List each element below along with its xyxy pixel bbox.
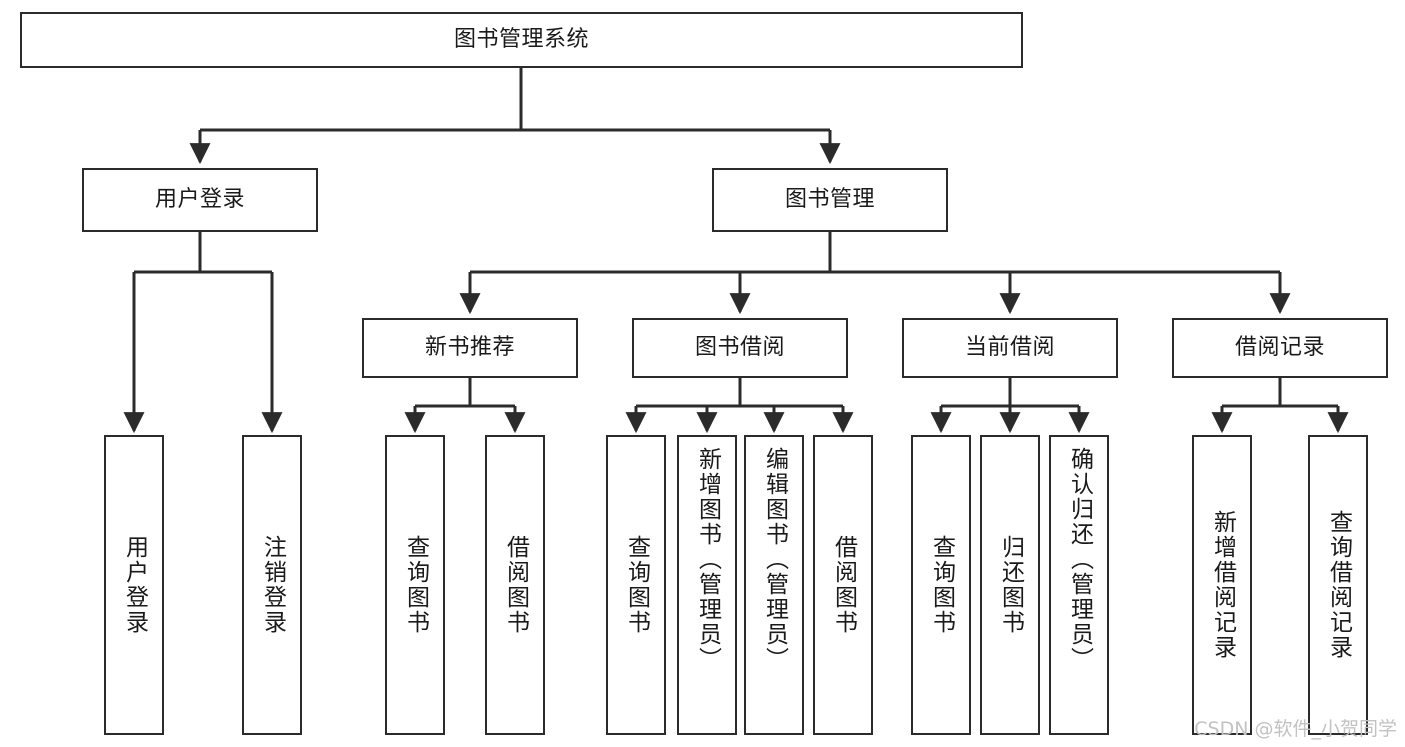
node-leaf-query-book-current[interactable]: 查询图书	[911, 435, 971, 735]
node-label: 用户登录	[121, 535, 148, 635]
node-label: 当前借阅	[964, 334, 1055, 360]
node-label: 借阅记录	[1234, 334, 1325, 360]
node-borrow-record[interactable]: 借阅记录	[1172, 318, 1388, 378]
node-label: 图书管理系统	[453, 26, 589, 52]
node-label: 图书管理	[784, 186, 875, 212]
node-leaf-borrow-book-recommend[interactable]: 借阅图书	[485, 435, 545, 735]
node-leaf-confirm-return-admin[interactable]: 确认归还（管理员）	[1049, 435, 1109, 735]
node-user-login[interactable]: 用户登录	[82, 168, 318, 232]
node-label: 查询借阅记录	[1325, 510, 1352, 660]
node-leaf-borrow-book-borrow[interactable]: 借阅图书	[813, 435, 873, 735]
node-label: 编辑图书（管理员）	[761, 447, 788, 672]
node-leaf-query-book-recommend[interactable]: 查询图书	[385, 435, 445, 735]
node-label: 借阅图书	[830, 535, 857, 635]
node-leaf-user-login[interactable]: 用户登录	[104, 435, 164, 735]
node-label: 借阅图书	[502, 535, 529, 635]
node-leaf-query-book-borrow[interactable]: 查询图书	[606, 435, 666, 735]
node-new-book-recommend[interactable]: 新书推荐	[362, 318, 578, 378]
node-current-borrow[interactable]: 当前借阅	[902, 318, 1118, 378]
node-label: 图书借阅	[694, 334, 785, 360]
node-label: 注销登录	[259, 535, 286, 635]
node-leaf-add-borrow-record[interactable]: 新增借阅记录	[1192, 435, 1252, 735]
node-leaf-logout-login[interactable]: 注销登录	[242, 435, 302, 735]
node-label: 确认归还（管理员）	[1066, 447, 1093, 672]
node-leaf-return-book[interactable]: 归还图书	[980, 435, 1040, 735]
node-label: 新增借阅记录	[1209, 510, 1236, 660]
node-leaf-query-borrow-record[interactable]: 查询借阅记录	[1308, 435, 1368, 735]
node-label: 新书推荐	[424, 334, 515, 360]
node-book-borrow[interactable]: 图书借阅	[632, 318, 848, 378]
node-label: 查询图书	[928, 535, 955, 635]
node-label: 用户登录	[154, 186, 245, 212]
node-book-manage[interactable]: 图书管理	[712, 168, 948, 232]
node-label: 查询图书	[402, 535, 429, 635]
node-label: 新增图书（管理员）	[694, 447, 721, 672]
node-leaf-edit-book-admin[interactable]: 编辑图书（管理员）	[744, 435, 804, 735]
node-root-book-management-system[interactable]: 图书管理系统	[20, 12, 1023, 68]
node-label: 归还图书	[997, 535, 1024, 635]
node-label: 查询图书	[623, 535, 650, 635]
node-leaf-add-book-admin[interactable]: 新增图书（管理员）	[677, 435, 737, 735]
